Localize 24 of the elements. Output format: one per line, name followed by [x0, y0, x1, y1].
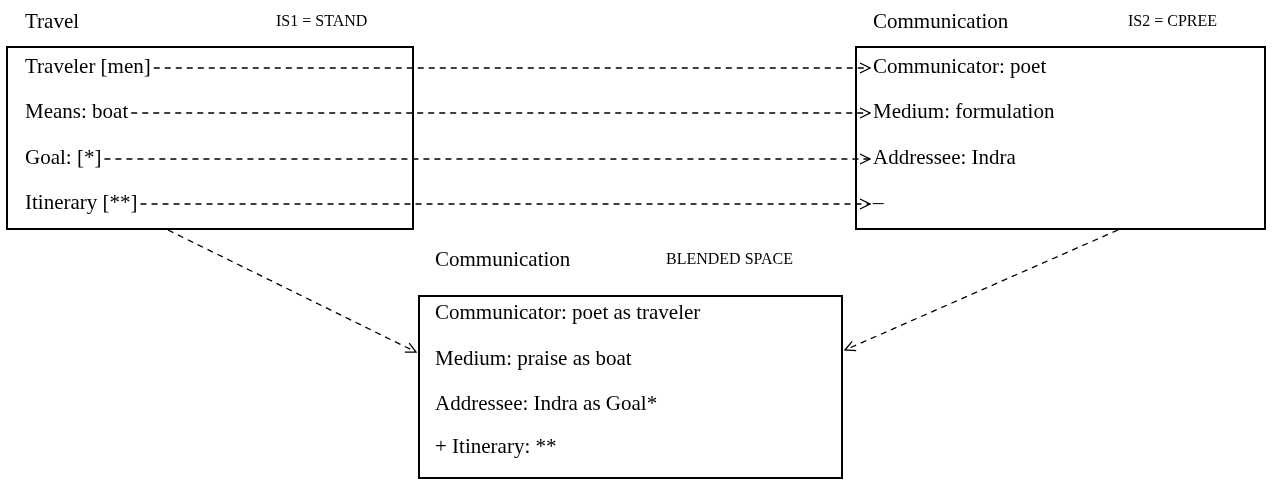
dashed-arrow	[103, 153, 871, 165]
role-entry: Communicator: poet	[873, 49, 1047, 83]
dashed-arrow	[153, 62, 871, 74]
role-entry: Traveler [men]	[25, 49, 151, 83]
space-title: Communication	[435, 246, 571, 272]
dashed-arrow	[167, 229, 417, 353]
dashed-arrow	[130, 107, 871, 119]
role-entry: –	[873, 185, 884, 219]
space-title: Travel	[25, 8, 80, 34]
space-label: BLENDED SPACE	[666, 249, 793, 269]
space-label: IS2 = CPREE	[1128, 11, 1218, 31]
role-entry: Means: boat	[25, 94, 129, 128]
role-entry: Addressee: Indra	[873, 140, 1016, 174]
role-entry: + Itinerary: **	[435, 429, 557, 463]
role-entry: Goal: [*]	[25, 140, 102, 174]
space-title: Communication	[873, 8, 1009, 34]
space-label: IS1 = STAND	[276, 11, 368, 31]
role-entry: Communicator: poet as traveler	[435, 295, 701, 329]
role-entry: Itinerary [**]	[25, 185, 138, 219]
role-entry: Medium: formulation	[873, 94, 1055, 128]
role-entry: Medium: praise as boat	[435, 341, 632, 375]
dashed-arrow	[844, 229, 1119, 352]
role-entry: Addressee: Indra as Goal*	[435, 386, 658, 420]
dashed-arrow	[139, 198, 871, 210]
